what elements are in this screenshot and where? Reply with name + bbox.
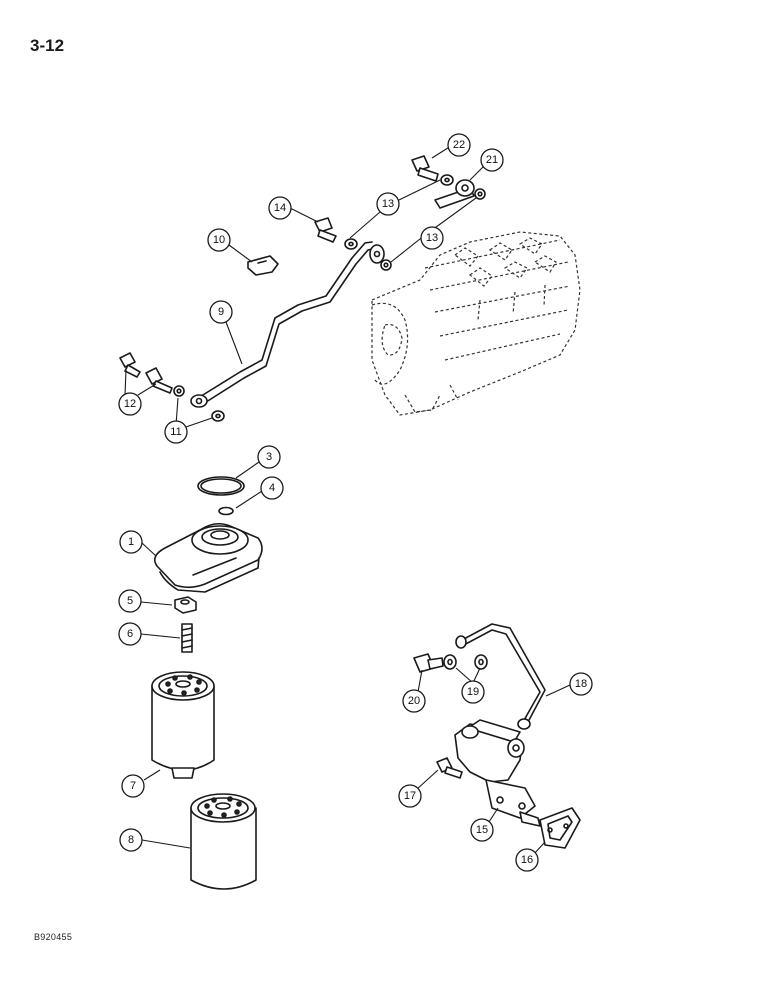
svg-text:1: 1: [128, 536, 134, 548]
svg-text:10: 10: [213, 234, 225, 246]
callout-16: 16: [515, 848, 539, 872]
callout-17: 17: [398, 784, 422, 808]
washer-19-a: [443, 654, 457, 670]
svg-text:19: 19: [467, 686, 479, 698]
washer-13-b: [380, 259, 392, 271]
callout-18: 18: [569, 672, 593, 696]
stud-6: [181, 623, 193, 653]
callout-9: 9: [209, 300, 233, 324]
washer-19-b: [474, 654, 488, 670]
fuel-line-9: [190, 241, 385, 408]
svg-text:17: 17: [404, 790, 416, 802]
callout-5: 5: [118, 589, 142, 613]
callout-12: 12: [118, 392, 142, 416]
fuel-line-18: [455, 623, 546, 730]
callout-19: 19: [461, 680, 485, 704]
svg-text:22: 22: [453, 139, 465, 151]
seal-4: [218, 506, 234, 516]
callout-8: 8: [119, 828, 143, 852]
o-ring-3: [197, 476, 245, 496]
svg-text:20: 20: [408, 695, 420, 707]
svg-text:13: 13: [426, 232, 438, 244]
callout-1: 1: [119, 530, 143, 554]
callout-10: 10: [207, 228, 231, 252]
filter-head-1: [154, 522, 263, 593]
washer-13-c: [440, 174, 454, 186]
svg-text:14: 14: [274, 202, 286, 214]
svg-text:13: 13: [382, 198, 394, 210]
fuel-transfer-pump-15: [454, 719, 541, 827]
callout-14: 14: [268, 196, 292, 220]
callout-4: 4: [260, 476, 284, 500]
callout-3: 3: [257, 445, 281, 469]
bolts-12: [119, 352, 173, 394]
fuel-filter-8: [190, 793, 257, 890]
washer-13-d: [474, 188, 486, 200]
washer-13-a: [344, 238, 358, 250]
callout-6: 6: [118, 622, 142, 646]
callout-22: 22: [447, 133, 471, 157]
callout-7: 7: [121, 774, 145, 798]
svg-text:5: 5: [127, 595, 133, 607]
leader-lines: [124, 145, 571, 856]
svg-text:18: 18: [575, 678, 587, 690]
figure-code: B920455: [34, 932, 73, 942]
callout-11: 11: [164, 420, 188, 444]
svg-text:12: 12: [124, 398, 136, 410]
svg-text:9: 9: [218, 306, 224, 318]
callout-21: 21: [480, 148, 504, 172]
banjo-bolt-22: [411, 155, 439, 182]
bolt-17: [436, 757, 463, 779]
svg-text:7: 7: [130, 780, 136, 792]
clip-10: [247, 255, 279, 276]
svg-text:15: 15: [476, 824, 488, 836]
callout-13-upper: 13: [376, 192, 400, 216]
banjo-bolt-14: [314, 217, 337, 243]
callout-20: 20: [402, 689, 426, 713]
banjo-fitting-21: [434, 179, 475, 209]
svg-text:16: 16: [521, 854, 533, 866]
page-number: 3-12: [30, 36, 65, 55]
svg-text:4: 4: [269, 482, 275, 494]
svg-text:21: 21: [486, 154, 498, 166]
callout-15: 15: [470, 818, 494, 842]
fuel-filter-7: [151, 671, 215, 779]
svg-text:6: 6: [127, 628, 133, 640]
nut-5: [174, 596, 197, 614]
injection-pump-outline: [371, 231, 581, 416]
callout-13-lower: 13: [420, 226, 444, 250]
banjo-bolt-20: [413, 653, 444, 673]
washer-11-b: [211, 410, 225, 422]
washer-11-a: [173, 385, 185, 397]
svg-text:8: 8: [128, 834, 134, 846]
svg-text:3: 3: [266, 451, 272, 463]
svg-text:11: 11: [170, 426, 181, 438]
gasket-16: [539, 807, 581, 849]
